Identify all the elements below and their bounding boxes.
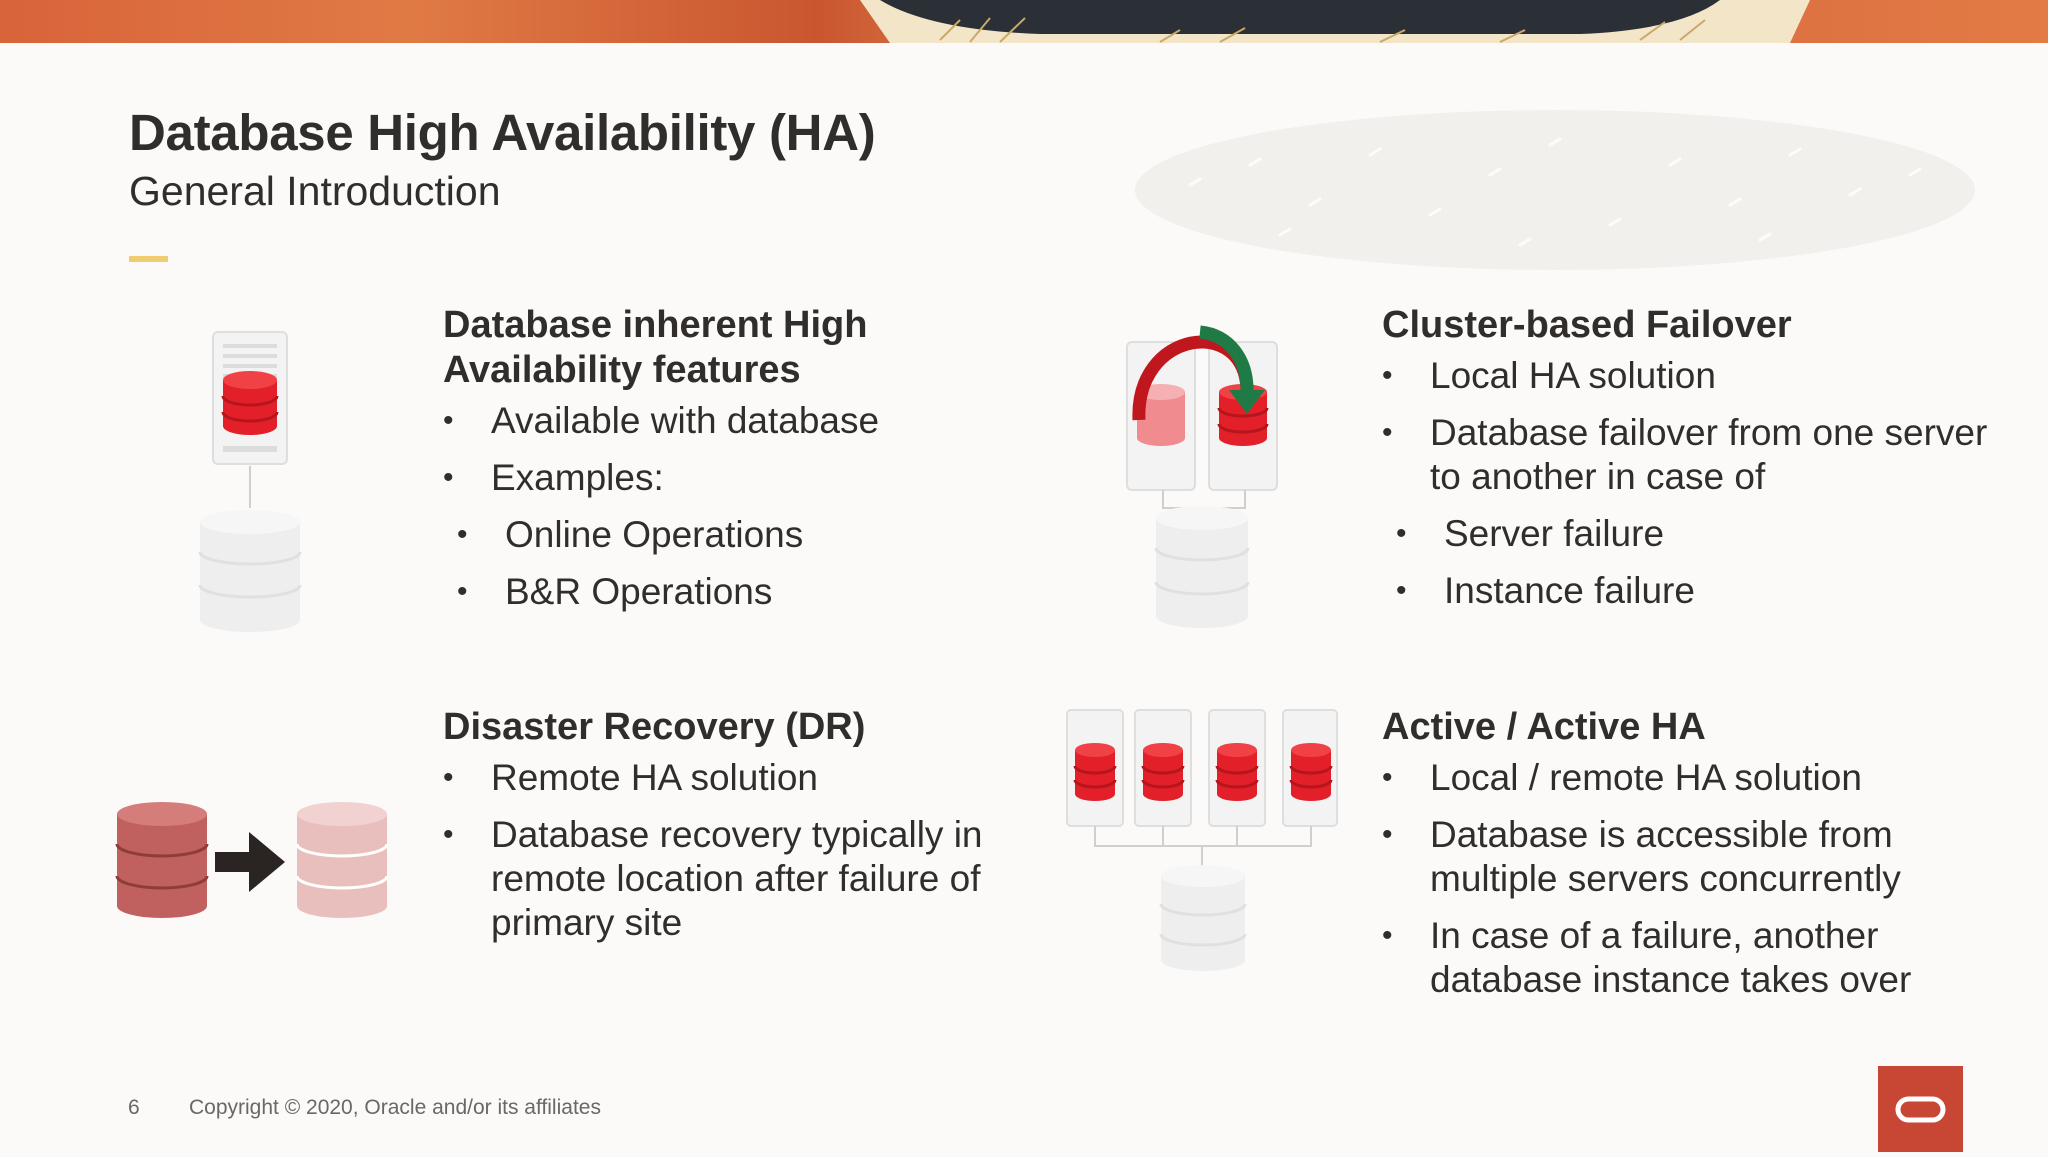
- sub-bullet-item: Online Operations: [443, 513, 1003, 557]
- oracle-logo: [1878, 1066, 1963, 1152]
- copyright-text: Copyright © 2020, Oracle and/or its affi…: [189, 1096, 601, 1119]
- accent-bar: [129, 256, 168, 262]
- sub-bullet-item: B&R Operations: [443, 570, 1003, 614]
- page-number: 6: [128, 1096, 140, 1119]
- bullet-item: Local HA solution: [1382, 354, 2022, 398]
- oracle-o-icon: [1895, 1096, 1946, 1123]
- bullet-item: Database failover from one server to ano…: [1382, 411, 2022, 499]
- slide-subtitle: General Introduction: [129, 168, 501, 214]
- bullet-item: Database recovery typically in remote lo…: [443, 813, 1023, 945]
- section-heading: Disaster Recovery (DR): [443, 706, 866, 748]
- header-banner-image: [0, 0, 2048, 43]
- bullet-item: Available with database: [443, 399, 1003, 443]
- section-cluster-failover: Cluster-based Failover Local HA solution…: [1382, 303, 2022, 626]
- section-inherent-ha: Database inherent High Availability feat…: [443, 303, 1003, 627]
- active-active-servers-icon: [1066, 709, 1338, 971]
- disaster-recovery-icon: [115, 802, 389, 918]
- section-disaster-recovery: Disaster Recovery (DR) Remote HA solutio…: [443, 705, 1023, 958]
- sub-bullet-item: Instance failure: [1382, 569, 2022, 613]
- bullet-item: In case of a failure, another database i…: [1382, 914, 2022, 1002]
- bullet-item: Remote HA solution: [443, 756, 1023, 800]
- bullet-item: Examples:: [443, 456, 1003, 500]
- server-with-database-icon: [198, 331, 302, 632]
- bullet-item: Local / remote HA solution: [1382, 756, 2022, 800]
- banner-illustration: [860, 0, 1810, 43]
- slide-title: Database High Availability (HA): [129, 104, 876, 161]
- section-active-active: Active / Active HA Local / remote HA sol…: [1382, 705, 2022, 1015]
- background-texture: [1135, 110, 1975, 270]
- cluster-failover-icon: [1126, 325, 1278, 628]
- section-heading: Cluster-based Failover: [1382, 304, 1792, 346]
- sub-bullet-item: Server failure: [1382, 512, 2022, 556]
- section-heading: Database inherent High Availability feat…: [443, 304, 868, 391]
- bullet-item: Database is accessible from multiple ser…: [1382, 813, 2022, 901]
- section-heading: Active / Active HA: [1382, 706, 1706, 748]
